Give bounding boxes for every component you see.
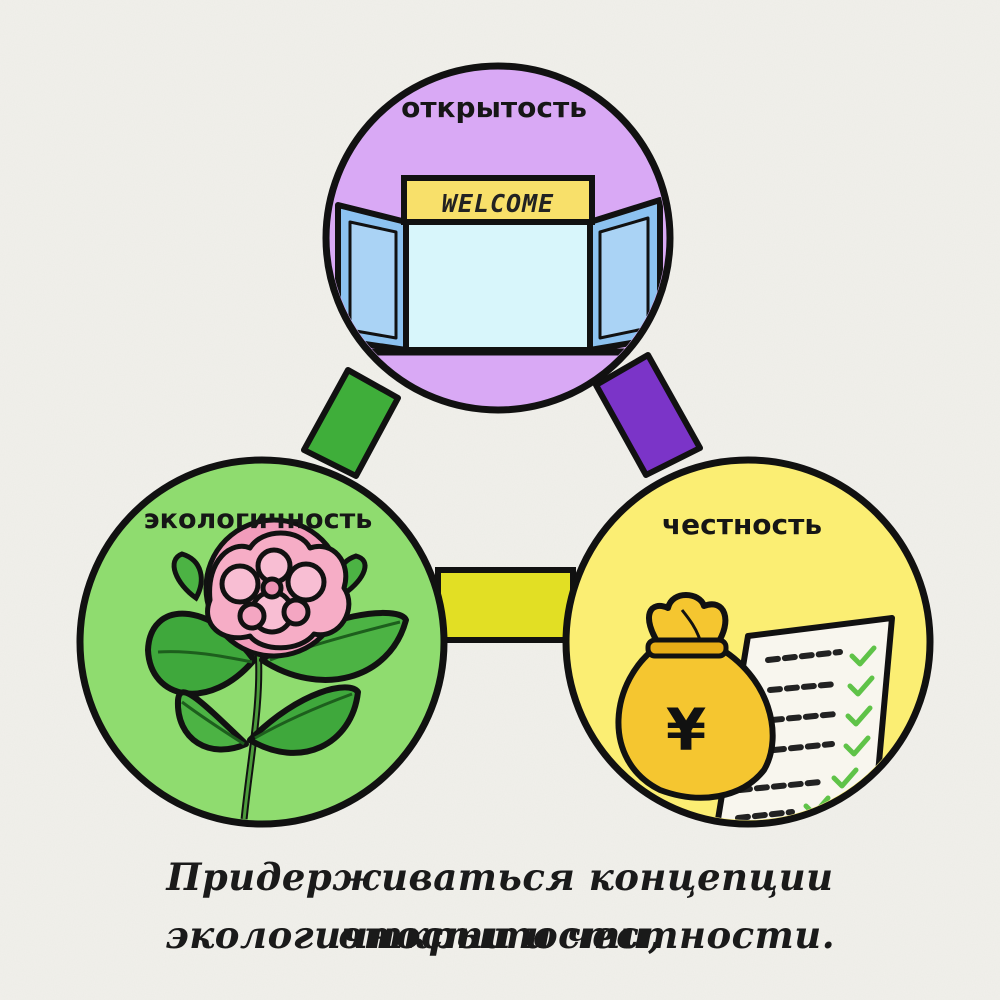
connector-top-right [593,352,703,478]
node-eco-label: экологичность [144,504,373,535]
connector-top-left [301,367,401,479]
caption-line-1: Придерживаться концепции открытости, [166,855,834,957]
money-bag-icon [615,592,776,801]
connector-left-right [435,567,576,643]
node-honesty-label: честность [662,508,822,541]
open-window-icon [335,175,666,356]
node-eco: экологичность [76,456,448,828]
node-openness: WELCOME открытость [322,62,674,414]
flower-icon [145,517,409,820]
node-openness-label: открытость [401,91,587,124]
yen-symbol: ¥ [666,696,706,764]
welcome-sign-text: WELCOME [442,189,554,218]
caption-line-2: экологичности и честности. [164,913,836,957]
node-honesty: ¥ честность [562,456,934,828]
